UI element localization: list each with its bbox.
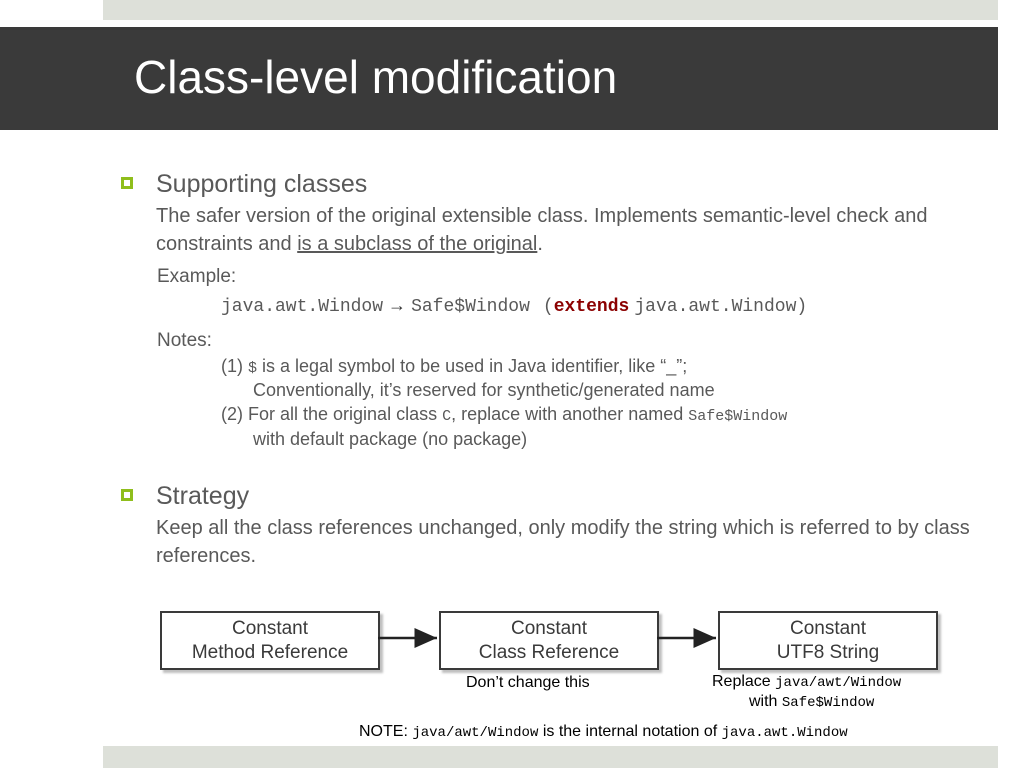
example-code-left: java.awt.Window [221, 297, 384, 317]
replace-caption-line-2: with Safe$Window [749, 693, 874, 711]
supporting-heading: Supporting classes [156, 170, 368, 198]
replace-caption-text: Replace [712, 673, 776, 690]
note-2-prefix: (2) For all the original class [221, 404, 443, 424]
example-label: Example: [157, 266, 237, 287]
note-1-text: is a legal symbol to be used in Java ide… [257, 356, 688, 376]
box-2-line-2: Class Reference [478, 641, 620, 663]
constant-method-reference-box: Constant Method Reference [160, 611, 380, 670]
note-1-line-1: (1) $ is a legal symbol to be used in Ja… [221, 356, 687, 377]
supporting-desc-text: The safer version of the original extens… [156, 205, 928, 255]
replace-caption-code: java/awt/Window [775, 675, 902, 691]
strategy-description: Keep all the class references unchanged,… [156, 517, 970, 567]
square-bullet-icon [121, 177, 133, 189]
replace-caption-code-2: Safe$Window [781, 695, 875, 711]
replace-caption-line-1: Replace java/awt/Window [712, 673, 901, 691]
supporting-desc-end: . [537, 233, 543, 255]
note-prefix: NOTE: [359, 723, 413, 740]
note-2-line-1: (2) For all the original class C, replac… [221, 404, 787, 425]
note-2-code: C [442, 408, 452, 425]
note-code-2: java.awt.Window [721, 725, 848, 741]
note-2-line-2: with default package (no package) [253, 429, 528, 449]
example-code-right: Safe$Window [411, 297, 530, 317]
box-3-line-2: UTF8 String [776, 641, 880, 663]
constant-utf8-string-box: Constant UTF8 String [718, 611, 938, 670]
strategy-heading: Strategy [156, 482, 250, 510]
box-2-line-1: Constant [510, 617, 588, 639]
note-1-prefix: (1) [221, 356, 248, 376]
note-code-1: java/awt/Window [412, 725, 539, 741]
top-band [103, 0, 998, 20]
box-1-line-2: Method Reference [191, 641, 349, 663]
notes-label: Notes: [157, 330, 212, 351]
example-code-tail: java.awt.Window) [634, 297, 808, 317]
example-paren: ( [542, 297, 554, 317]
note-2-code-2: Safe$Window [688, 408, 788, 425]
extends-keyword: extends [553, 297, 630, 317]
title-bar [0, 27, 998, 130]
replace-caption-with: with [749, 693, 782, 710]
supporting-desc-underlined: is a subclass of the original [297, 233, 538, 255]
slide-title: Class-level modification [134, 51, 618, 103]
note-text: is the internal notation of [538, 723, 722, 740]
constant-class-reference-box: Constant Class Reference [439, 611, 659, 670]
box-3-line-1: Constant [789, 617, 867, 639]
note-2-text: , replace with another named [451, 404, 689, 424]
arrow-right-icon: → [388, 295, 407, 315]
square-bullet-icon [121, 489, 133, 501]
example-code: java.awt.Window → Safe$Window (extends j… [221, 295, 807, 317]
note-1-code: $ [248, 360, 258, 377]
dont-change-caption: Don’t change this [466, 674, 590, 691]
internal-notation-note: NOTE: java/awt/Window is the internal no… [359, 723, 848, 741]
box-1-line-1: Constant [231, 617, 309, 639]
supporting-description: The safer version of the original extens… [156, 202, 996, 258]
note-1-line-2: Conventionally, it’s reserved for synthe… [253, 380, 715, 400]
bottom-band [103, 746, 998, 768]
